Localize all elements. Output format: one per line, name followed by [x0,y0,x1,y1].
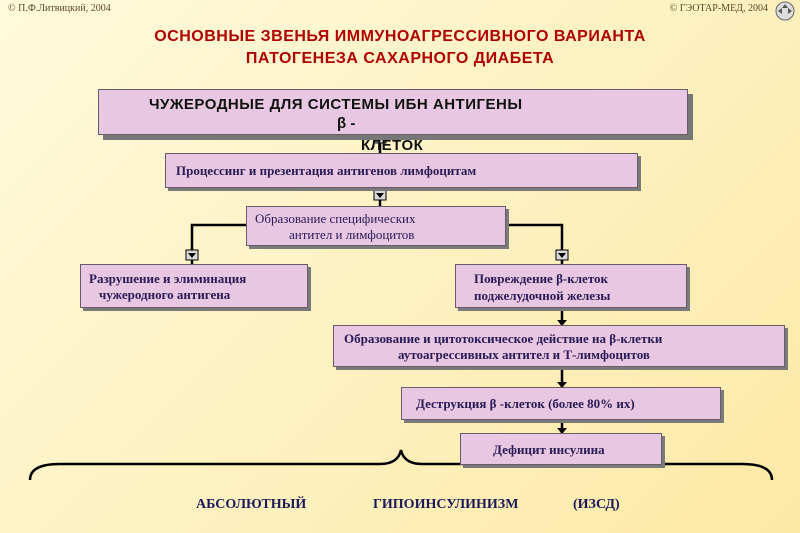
insulin-deficit-text: Дефицит инсулина [493,442,605,457]
bottom-word-absolute: АБСОЛЮТНЫЙ [196,497,307,512]
cytotoxic-line-2: аутоагрессивных антител и Т-лимфоцитов [398,347,650,362]
bottom-word-izsd: (ИЗСД) [573,497,620,512]
copyright-left: © П.Ф.Литвицкий, 2004 [8,3,111,14]
destruction-left-line-2: чужеродного антигена [99,287,231,302]
box-processing: Процессинг и презентация антигенов лимфо… [165,153,638,188]
title-line-1: ОСНОВНЫЕ ЗВЕНЬЯ ИММУНОАГРЕССИВНОГО ВАРИА… [154,28,646,45]
cytotoxic-line-1: Образование и цитотоксическое действие н… [344,331,663,346]
bottom-word-hypoinsulinism: ГИПОИНСУЛИНИЗМ [373,497,519,512]
box-destruction-antigen: Разрушение и элиминация чужеродного анти… [80,264,308,308]
copyright-right: © ГЭОТАР-МЕД, 2004 [669,3,768,14]
page-title: ОСНОВНЫЕ ЗВЕНЬЯ ИММУНОАГРЕССИВНОГО ВАРИА… [40,26,760,70]
destruction-left-line-1: Разрушение и элиминация [89,271,247,286]
damage-line-1: Повреждение β-клеток [474,271,609,286]
box-cytotoxic-action: Образование и цитотоксическое действие н… [333,325,785,367]
formation-line-1: Образование специфических [255,211,416,226]
beta-destruction-text: Деструкция β -клеток (более 80% их) [416,396,635,411]
box-insulin-deficit: Дефицит инсулина [460,433,662,465]
box-beta-damage: Повреждение β-клеток поджелудочной желез… [455,264,687,308]
damage-line-2: поджелудочной железы [474,288,611,303]
box-beta-destruction: Деструкция β -клеток (более 80% их) [401,387,721,420]
navigation-icon[interactable] [774,0,796,22]
curly-brace [28,449,774,481]
title-line-2: ПАТОГЕНЕЗА САХАРНОГО ДИАБЕТА [245,50,555,67]
antigens-line-3: КЛЕТОК [361,137,424,150]
processing-text: Процессинг и презентация антигенов лимфо… [176,163,477,178]
antigens-line-1: ЧУЖЕРОДНЫЕ ДЛЯ СИСТЕМЫ ИБН АНТИГЕНЫ [149,96,523,113]
formation-line-2: антител и лимфоцитов [289,227,415,242]
box-formation: Образование специфических антител и лимф… [246,206,506,246]
box-foreign-antigens: ЧУЖЕРОДНЫЕ ДЛЯ СИСТЕМЫ ИБН АНТИГЕНЫ β - [98,89,688,135]
antigens-line-2: β - [337,115,356,132]
